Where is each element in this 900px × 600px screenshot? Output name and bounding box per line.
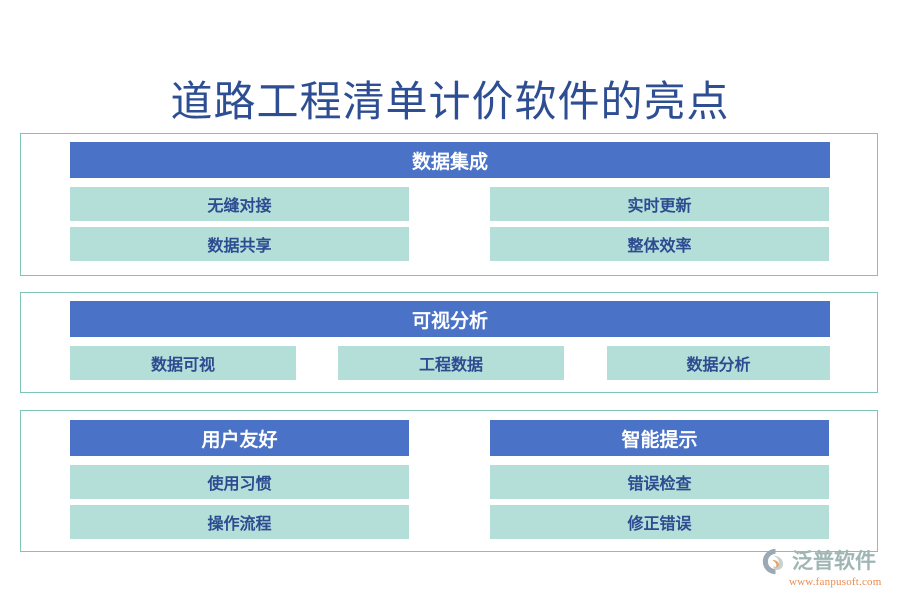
section-header-user-friendly: 用户友好 <box>70 420 409 456</box>
section-item: 操作流程 <box>70 505 409 539</box>
section-item: 工程数据 <box>338 346 564 380</box>
section-item: 数据可视 <box>70 346 296 380</box>
section-card-usability-and-hints: 用户友好 智能提示 使用习惯 错误检查 操作流程 修正错误 <box>20 410 878 552</box>
section-card-data-integration: 数据集成 无缝对接 实时更新 数据共享 整体效率 <box>20 133 878 276</box>
section-item: 无缝对接 <box>70 187 409 221</box>
section-card-visual-analysis: 可视分析 数据可视 工程数据 数据分析 <box>20 292 878 393</box>
watermark-brand: 泛普软件 <box>792 549 876 573</box>
section-item: 使用习惯 <box>70 465 409 499</box>
section-header-smart-hint: 智能提示 <box>490 420 829 456</box>
section-item: 数据共享 <box>70 227 409 261</box>
section-item: 错误检查 <box>490 465 829 499</box>
watermark-url: www.fanpusoft.com <box>789 576 882 588</box>
section-item: 修正错误 <box>490 505 829 539</box>
section-item: 整体效率 <box>490 227 829 261</box>
fanpu-logo-icon <box>762 548 789 575</box>
section-item: 数据分析 <box>607 346 830 380</box>
section-header-visual-analysis: 可视分析 <box>70 301 830 337</box>
page-title: 道路工程清单计价软件的亮点 <box>170 80 730 126</box>
section-item: 实时更新 <box>490 187 829 221</box>
watermark: 泛普软件 www.fanpusoft.com <box>762 546 894 592</box>
section-header-data-integration: 数据集成 <box>70 142 830 178</box>
